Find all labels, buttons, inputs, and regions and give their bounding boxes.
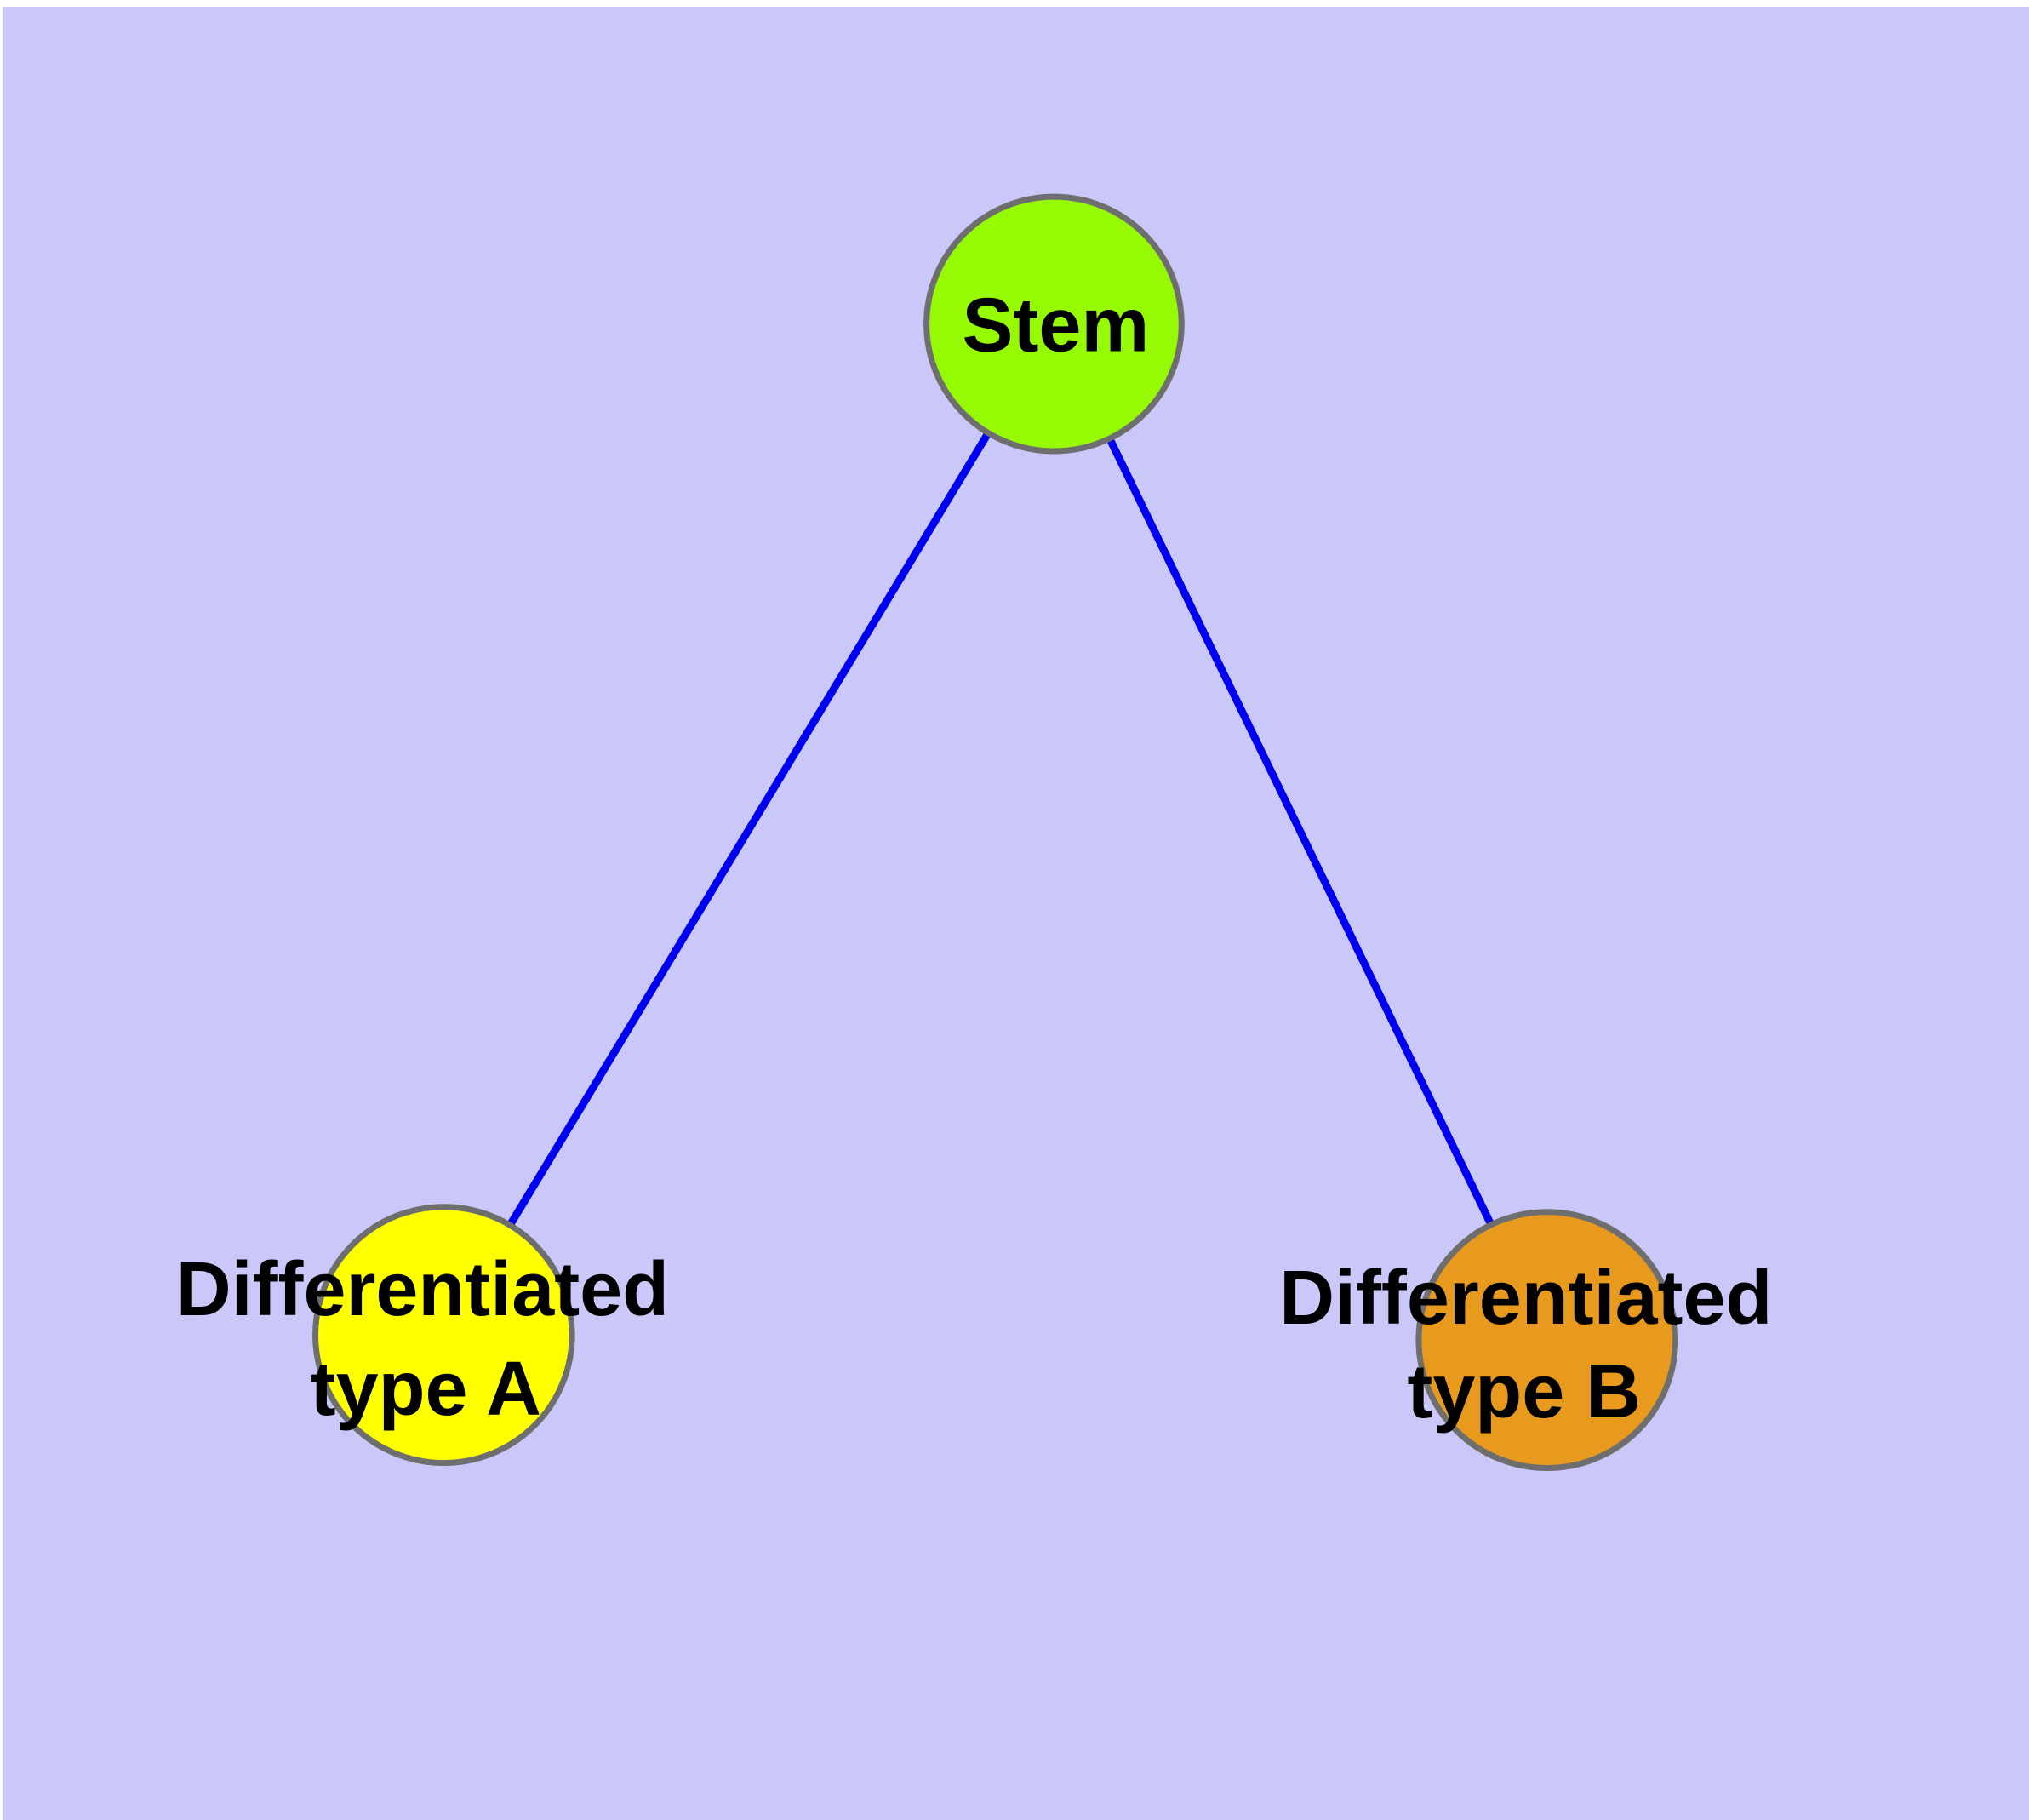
edge-stem-to-type-b (1049, 320, 1552, 1344)
node-differentiated-type-a (312, 1204, 575, 1467)
node-differentiated-type-b (1415, 1209, 1679, 1472)
node-type-b-label-line1: Differentiated (1279, 1256, 1772, 1341)
node-type-a-label-line1: Differentiated (176, 1247, 669, 1332)
nodes-group (312, 193, 1679, 1472)
edge-stem-to-type-a (439, 320, 1058, 1339)
node-stem (923, 193, 1185, 455)
node-type-b-label-line2: type B (1407, 1349, 1641, 1434)
labels-group: Stem Differentiated type A Differentiate… (176, 283, 1773, 1434)
diagram-background: Stem Differentiated type A Differentiate… (3, 7, 2029, 1820)
node-stem-label: Stem (963, 283, 1150, 369)
edges-group (439, 320, 1552, 1344)
graph-diagram: Stem Differentiated type A Differentiate… (176, 193, 1773, 1472)
node-type-a-label-line2: type A (311, 1347, 541, 1432)
